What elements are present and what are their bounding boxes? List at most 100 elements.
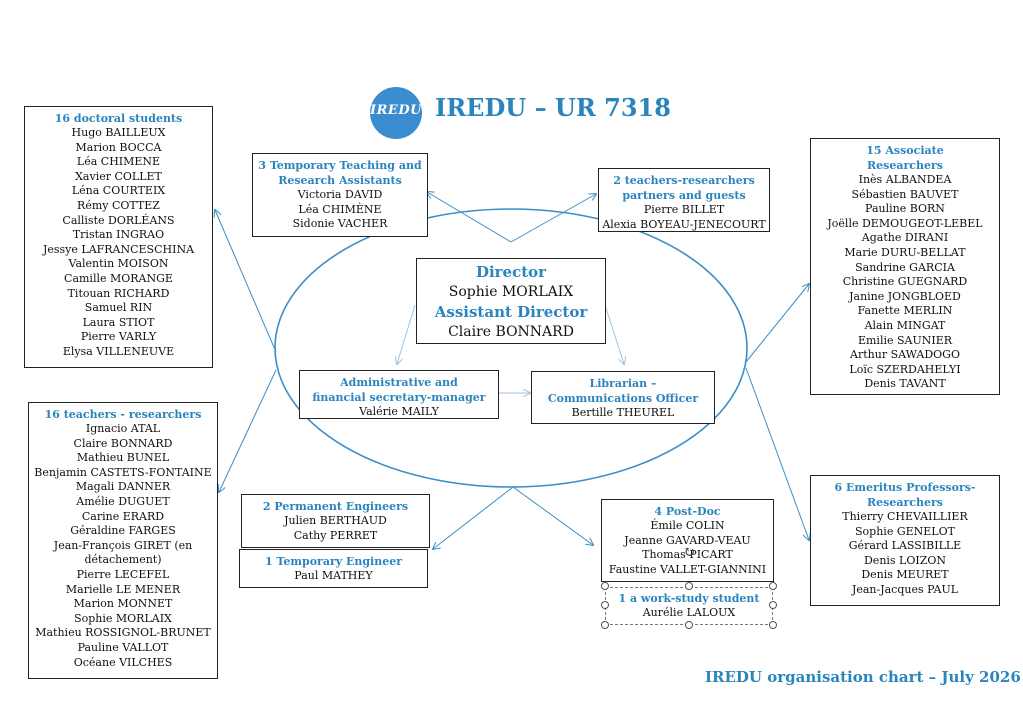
assistant-director-name: Claire BONNARD bbox=[448, 324, 574, 340]
temp-teaching-title-line1: 3 Temporary Teaching and bbox=[258, 159, 422, 172]
person-name: Joëlle DEMOUGEOT-LEBEL bbox=[827, 216, 983, 230]
teachers-title: 16 teachers - researchers bbox=[44, 408, 202, 421]
person-name: Pierre BILLET bbox=[643, 203, 725, 216]
resize-handle-bottom-left[interactable] bbox=[601, 621, 609, 629]
director-name: Sophie MORLAIX bbox=[448, 284, 574, 300]
person-name: Thierry CHEVAILLIER bbox=[842, 510, 968, 523]
work-study-title: 1 a work-study student bbox=[618, 592, 760, 605]
associates-title-line1: 15 Associate bbox=[866, 144, 944, 157]
emeritus-title-line2: Researchers bbox=[867, 496, 943, 509]
person-name: Claire BONNARD bbox=[73, 436, 173, 450]
person-name: Samuel RIN bbox=[84, 301, 153, 315]
work-study-box[interactable]: 1 a work-study student Aurélie LALOUX bbox=[605, 587, 773, 625]
person-name: Jean-Jacques PAUL bbox=[851, 582, 959, 596]
person-name: Valentin MOISON bbox=[68, 257, 169, 271]
person-name: Sandrine GARCIA bbox=[855, 260, 955, 274]
temp-teaching-title-line2: Research Assistants bbox=[278, 174, 402, 187]
person-name: Gérard LASSIBILLE bbox=[848, 539, 962, 553]
person-name: Faustine VALLET-GIANNINI bbox=[608, 562, 767, 576]
person-name: Pierre LECEFEL bbox=[76, 567, 170, 581]
person-name: Aurélie LALOUX bbox=[642, 606, 736, 619]
resize-handle-bottom[interactable] bbox=[685, 621, 693, 629]
person-name: Denis LOIZON bbox=[863, 553, 947, 567]
person-name: Tristan INGRAO bbox=[72, 228, 165, 242]
person-name: Victoria DAVID bbox=[297, 188, 383, 201]
emeritus-title-line1: 6 Emeritus Professors- bbox=[834, 481, 976, 494]
person-name: Jeanne GAVARD-VEAU bbox=[624, 533, 751, 547]
person-name: Fanette MERLIN bbox=[857, 304, 953, 318]
rotate-handle-icon[interactable]: ↻ bbox=[682, 543, 696, 561]
perm-engineers-title: 2 Permanent Engineers bbox=[262, 500, 409, 513]
person-name: Camille MORANGE bbox=[64, 271, 173, 285]
postdoc-title: 4 Post-Doc bbox=[654, 505, 721, 518]
resize-handle-top[interactable] bbox=[685, 582, 693, 590]
person-name: Emilie SAUNIER bbox=[857, 333, 953, 347]
resize-handle-left[interactable] bbox=[601, 601, 609, 609]
person-name: Marie DURU-BELLAT bbox=[844, 245, 966, 259]
person-name: Cathy PERRET bbox=[293, 528, 378, 542]
librarian-title-line2: Communications Officer bbox=[547, 392, 699, 405]
person-name: Christine GUEGNARD bbox=[842, 275, 968, 289]
director-label: Director bbox=[475, 263, 547, 281]
librarian-title-line1: Librarian – bbox=[589, 377, 657, 390]
person-name: Émile COLIN bbox=[650, 519, 725, 532]
temp-engineer-title: 1 Temporary Engineer bbox=[264, 555, 403, 568]
logo-text: IREDU bbox=[370, 103, 422, 118]
resize-handle-top-left[interactable] bbox=[601, 582, 609, 590]
person-name: Léa CHIMENE bbox=[76, 155, 161, 169]
person-name: Sidonie VACHER bbox=[292, 217, 388, 231]
person-name: Julien BERTHAUD bbox=[284, 514, 387, 527]
admin-title-line1: Administrative and bbox=[340, 376, 458, 389]
resize-handle-top-right[interactable] bbox=[769, 582, 777, 590]
person-name: Titouan RICHARD bbox=[67, 286, 170, 300]
person-name: Océane VILCHES bbox=[73, 655, 173, 669]
temporary-engineer-box: 1 Temporary Engineer Paul MATHEY bbox=[239, 549, 428, 588]
person-name: Benjamin CASTETS-FONTAINE bbox=[34, 465, 212, 479]
partners-title-line1: 2 teachers-researchers bbox=[613, 174, 755, 187]
resize-handle-right[interactable] bbox=[769, 601, 777, 609]
admin-name: Valérie MAILY bbox=[359, 405, 439, 418]
temp-engineer-list: Paul MATHEY bbox=[240, 569, 427, 584]
assistant-director-label: Assistant Director bbox=[434, 303, 588, 321]
person-name: détachement) bbox=[84, 553, 162, 567]
person-name: Jean-François GIRET (en bbox=[53, 538, 193, 552]
partners-box: 2 teachers-researchers partners and gues… bbox=[598, 168, 770, 232]
temporary-teaching-box: 3 Temporary Teaching and Research Assist… bbox=[252, 153, 428, 237]
person-name: Jessye LAFRANCESCHINA bbox=[42, 242, 195, 256]
person-name: Mathieu ROSSIGNOL-BRUNET bbox=[35, 626, 211, 640]
person-name: Alexia BOYEAU-JENECOURT bbox=[602, 217, 766, 231]
person-name: Léna COURTEIX bbox=[71, 184, 166, 198]
page-title: IREDU – UR 7318 bbox=[435, 93, 671, 122]
person-name: Elysa VILLENEUVE bbox=[62, 344, 175, 358]
resize-handle-bottom-right[interactable] bbox=[769, 621, 777, 629]
person-name: Thomas PICART bbox=[642, 548, 733, 562]
person-name: Agathe DIRANI bbox=[861, 231, 949, 245]
partners-title-line2: partners and guests bbox=[622, 189, 746, 202]
admin-title-line2: financial secretary-manager bbox=[312, 391, 486, 404]
person-name: Carine ERARD bbox=[81, 509, 165, 523]
librarian-name: Bertille THEUREL bbox=[571, 406, 675, 419]
chart-footer: IREDU organisation chart – July 2026 bbox=[705, 668, 1021, 686]
person-name: Mathieu BUNEL bbox=[76, 451, 170, 465]
director-box: Director Sophie MORLAIX Assistant Direct… bbox=[416, 258, 606, 344]
person-name: Magali DANNER bbox=[75, 480, 171, 494]
person-name: Pauline VALLOT bbox=[77, 640, 169, 654]
person-name: Pauline BORN bbox=[865, 202, 945, 216]
person-name: Denis TAVANT bbox=[864, 377, 946, 391]
emeritus-box: 6 Emeritus Professors- Researchers Thier… bbox=[810, 475, 1000, 606]
person-name: Géraldine FARGES bbox=[70, 524, 176, 538]
iredu-logo: IREDU bbox=[370, 87, 422, 139]
